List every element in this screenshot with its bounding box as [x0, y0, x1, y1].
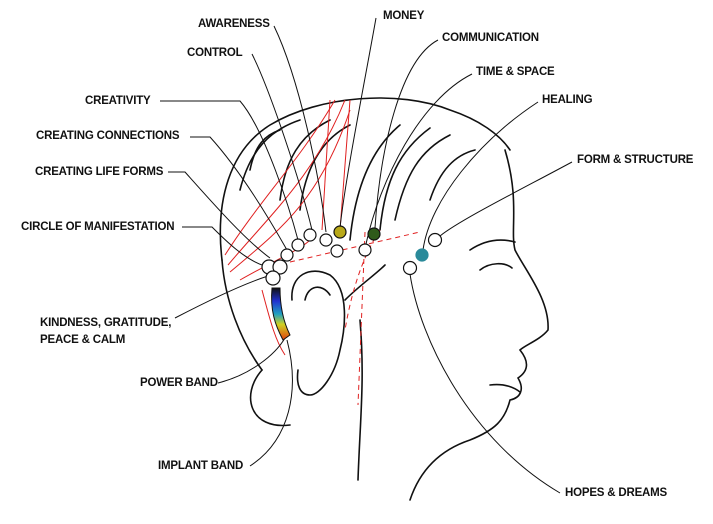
point-healing: [415, 248, 429, 262]
label-control: CONTROL: [187, 47, 243, 59]
hair-outline: [219, 97, 511, 261]
point-communication: [367, 227, 381, 241]
label-creating-life-forms: CREATING LIFE FORMS: [35, 166, 164, 178]
point-awareness: [330, 244, 344, 258]
point-circle-of-manifestation-2: [272, 259, 288, 275]
point-control: [319, 233, 333, 247]
label-power-band: POWER BAND: [140, 377, 218, 389]
point-kindness: [265, 270, 281, 286]
label-money: MONEY: [383, 10, 425, 22]
label-implant-band: IMPLANT BAND: [158, 460, 244, 472]
label-healing: HEALING: [542, 94, 593, 106]
power-band: [271, 287, 291, 341]
label-creating-connections: CREATING CONNECTIONS: [36, 130, 180, 142]
label-form-structure: FORM & STRUCTURE: [577, 154, 694, 166]
point-creating-connections: [291, 238, 305, 252]
label-kindness-line1: KINDNESS, GRATITUDE,: [40, 317, 172, 329]
label-circle-of-manifestation: CIRCLE OF MANIFESTATION: [21, 221, 175, 233]
label-awareness: AWARENESS: [198, 18, 270, 30]
label-kindness-line2: PEACE & CALM: [40, 334, 126, 346]
point-money: [333, 225, 347, 239]
point-creativity: [303, 228, 317, 242]
label-time-space: TIME & SPACE: [476, 66, 555, 78]
point-time-space: [358, 243, 372, 257]
label-hopes-dreams: HOPES & DREAMS: [565, 487, 667, 499]
point-creating-life-forms: [280, 248, 294, 262]
label-communication: COMMUNICATION: [442, 32, 539, 44]
face-profile: [409, 149, 549, 501]
point-form-structure: [427, 232, 443, 248]
ear: [291, 270, 346, 396]
label-creativity: CREATIVITY: [85, 95, 151, 107]
point-hopes-dreams: [402, 260, 418, 276]
